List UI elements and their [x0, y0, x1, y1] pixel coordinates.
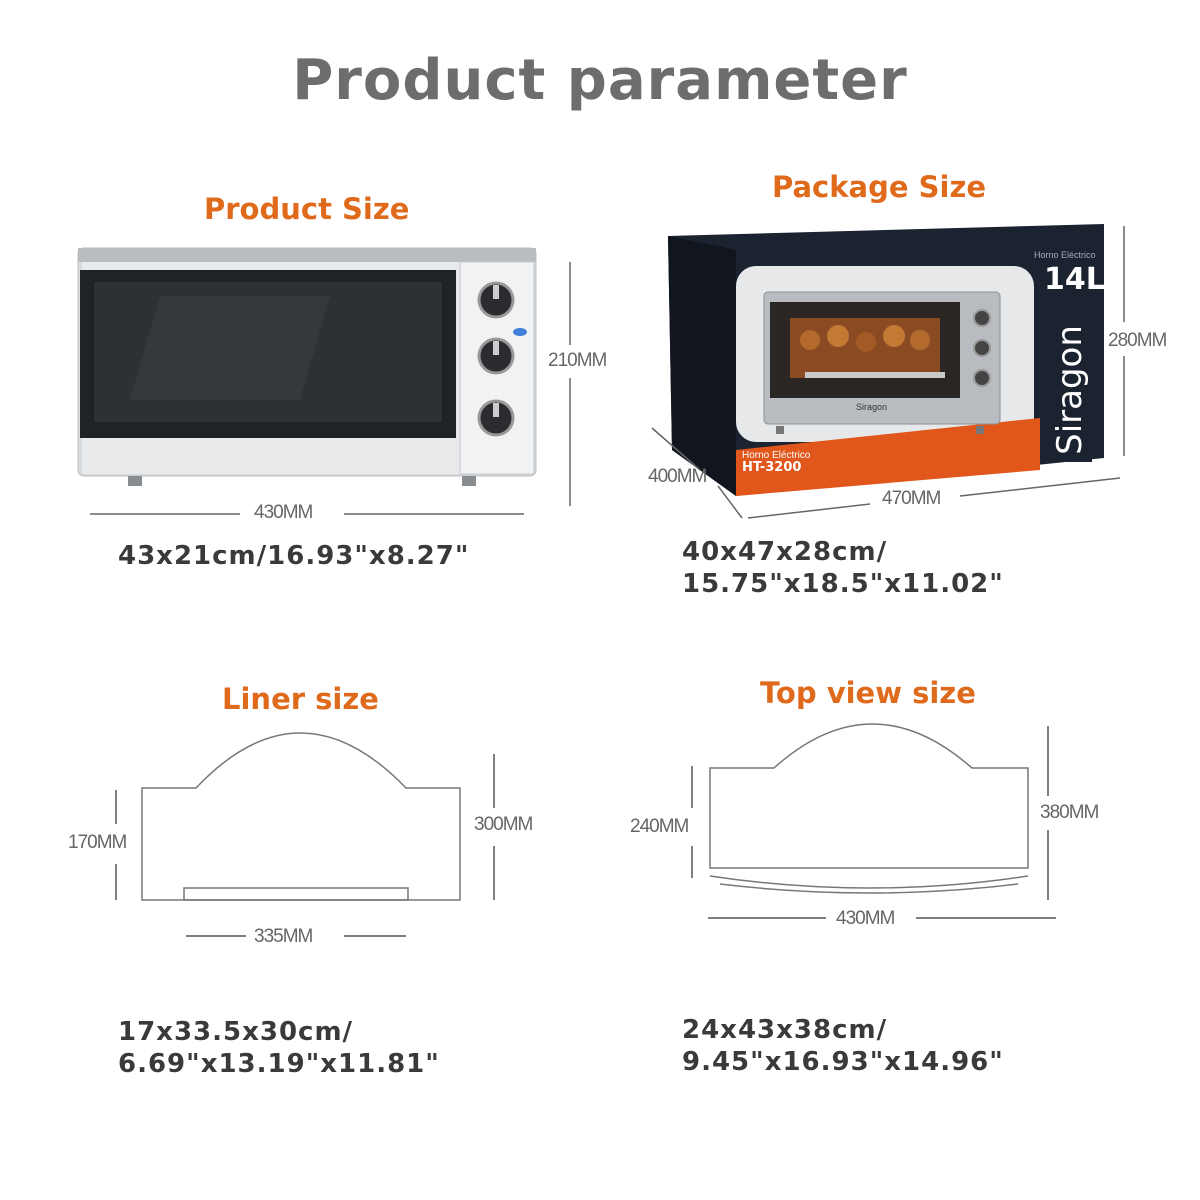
top-view-outline [709, 723, 1029, 894]
liner-spec-line2: 6.69"x13.19"x11.81" [118, 1049, 440, 1079]
package-box-illustration [668, 224, 1104, 496]
package-depth-label: 400MM [648, 466, 707, 487]
top-right-label: 380MM [1040, 802, 1099, 823]
top-left-label: 240MM [630, 816, 689, 837]
top-spec-line1: 24x43x38cm/ [682, 1015, 888, 1045]
top-bottom-label: 430MM [836, 908, 895, 929]
top-view-dimension-lines [691, 726, 1056, 919]
box-brand: Siragon [1050, 325, 1090, 455]
product-dimension-lines [90, 262, 571, 515]
oven-illustration [77, 247, 537, 486]
box-type-label: Horno Eléctrico [1034, 250, 1096, 260]
liner-left-label: 170MM [68, 832, 127, 853]
box-capacity: 14L [1044, 262, 1105, 297]
package-width-label: 470MM [882, 488, 941, 509]
top-spec-line2: 9.45"x16.93"x14.96" [682, 1047, 1004, 1077]
package-size-title: Package Size [772, 170, 986, 204]
top-view-size-title: Top view size [760, 676, 976, 710]
liner-bottom-label: 335MM [254, 926, 313, 947]
package-spec-line1: 40x47x28cm/ [682, 537, 888, 567]
liner-size-title: Liner size [222, 682, 379, 716]
page-title: Product parameter [292, 48, 908, 113]
liner-outline [141, 732, 461, 901]
package-height-label: 280MM [1108, 330, 1167, 351]
liner-dimension-lines [115, 754, 495, 937]
product-spec: 43x21cm/16.93"x8.27" [118, 541, 470, 571]
product-size-title: Product Size [204, 192, 410, 226]
top-spec: 24x43x38cm/ 9.45"x16.93"x14.96" [682, 1014, 1004, 1078]
box-model-caption: Horno Eléctrico [742, 450, 811, 461]
package-dimension-lines [651, 226, 1125, 519]
liner-spec-line1: 17x33.5x30cm/ [118, 1017, 354, 1047]
liner-right-label: 300MM [474, 814, 533, 835]
box-oven-label: Siragon [856, 402, 888, 412]
product-height-label: 210MM [548, 350, 607, 371]
liner-spec: 17x33.5x30cm/ 6.69"x13.19"x11.81" [118, 1016, 440, 1080]
package-spec: 40x47x28cm/ 15.75"x18.5"x11.02" [682, 536, 1004, 600]
product-width-label: 430MM [254, 502, 313, 523]
package-spec-line2: 15.75"x18.5"x11.02" [682, 569, 1004, 599]
box-model: HT-3200 [742, 460, 802, 475]
